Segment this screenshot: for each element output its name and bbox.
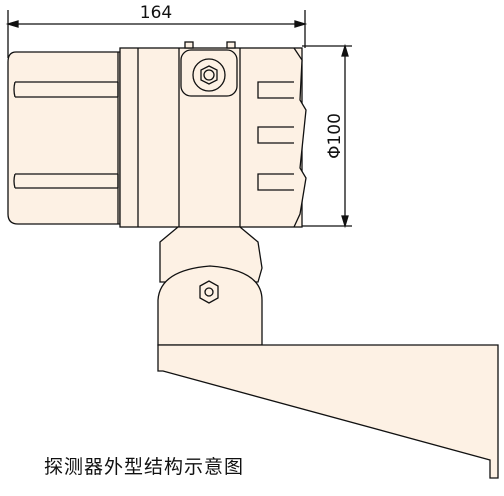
diameter-dimension (302, 43, 352, 229)
mount-swivel (157, 226, 263, 346)
top-nut (180, 49, 238, 97)
width-dimension-label: 164 (140, 3, 172, 23)
left-housing (7, 51, 133, 225)
l-bracket (157, 344, 499, 479)
diameter-dimension-label: Φ100 (325, 113, 345, 159)
width-dimension (5, 10, 308, 58)
diagram-caption: 探测器外型结构示意图 (44, 456, 245, 478)
